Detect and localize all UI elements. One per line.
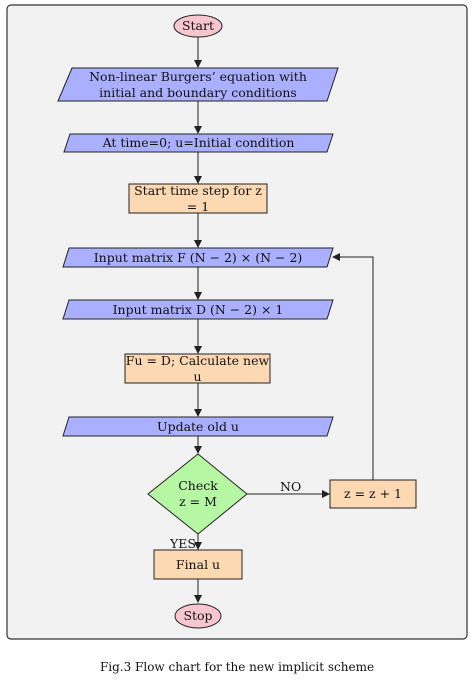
- equation-io-box: [57, 67, 339, 102]
- edge-increment-to-matrix-f: [332, 253, 374, 480]
- no-edge-label: NO: [280, 479, 302, 494]
- matrix-d-label: Input matrix D (N − 2) × 1: [112, 301, 284, 317]
- matrix-f-io-box: [62, 247, 334, 268]
- final-label: Final u: [175, 556, 221, 572]
- update-io-box: [62, 416, 334, 437]
- start-label: Start: [181, 18, 215, 33]
- start-terminal: [173, 14, 223, 38]
- increment-process-box: [329, 479, 417, 509]
- final-process-box: [153, 549, 243, 580]
- check-decision-diamond: [147, 453, 248, 535]
- figure-caption: Fig.3 Flow chart for the new implicit sc…: [99, 660, 375, 674]
- initial-label: At time=0; u=Initial condition: [102, 135, 295, 150]
- update-label: Update old u: [157, 418, 239, 434]
- initial-io-box: [63, 133, 334, 153]
- equation-label: Non-linear Burgers’ equation with initia…: [89, 68, 307, 100]
- check-label: Check z = M: [178, 478, 218, 509]
- calculate-label: Fu = D; Calculate new u: [125, 352, 270, 384]
- timestep-process-box: [128, 183, 268, 214]
- increment-label: z = z + 1: [344, 486, 402, 501]
- matrix-d-io-box: [62, 299, 334, 320]
- yes-edge-label: YES: [170, 536, 196, 551]
- stop-label: Stop: [183, 608, 213, 623]
- stop-terminal: [174, 603, 222, 629]
- calculate-process-box: [124, 353, 271, 384]
- matrix-f-label: Input matrix F (N − 2) × (N − 2): [93, 249, 303, 265]
- timestep-label: Start time step for z = 1: [134, 182, 262, 214]
